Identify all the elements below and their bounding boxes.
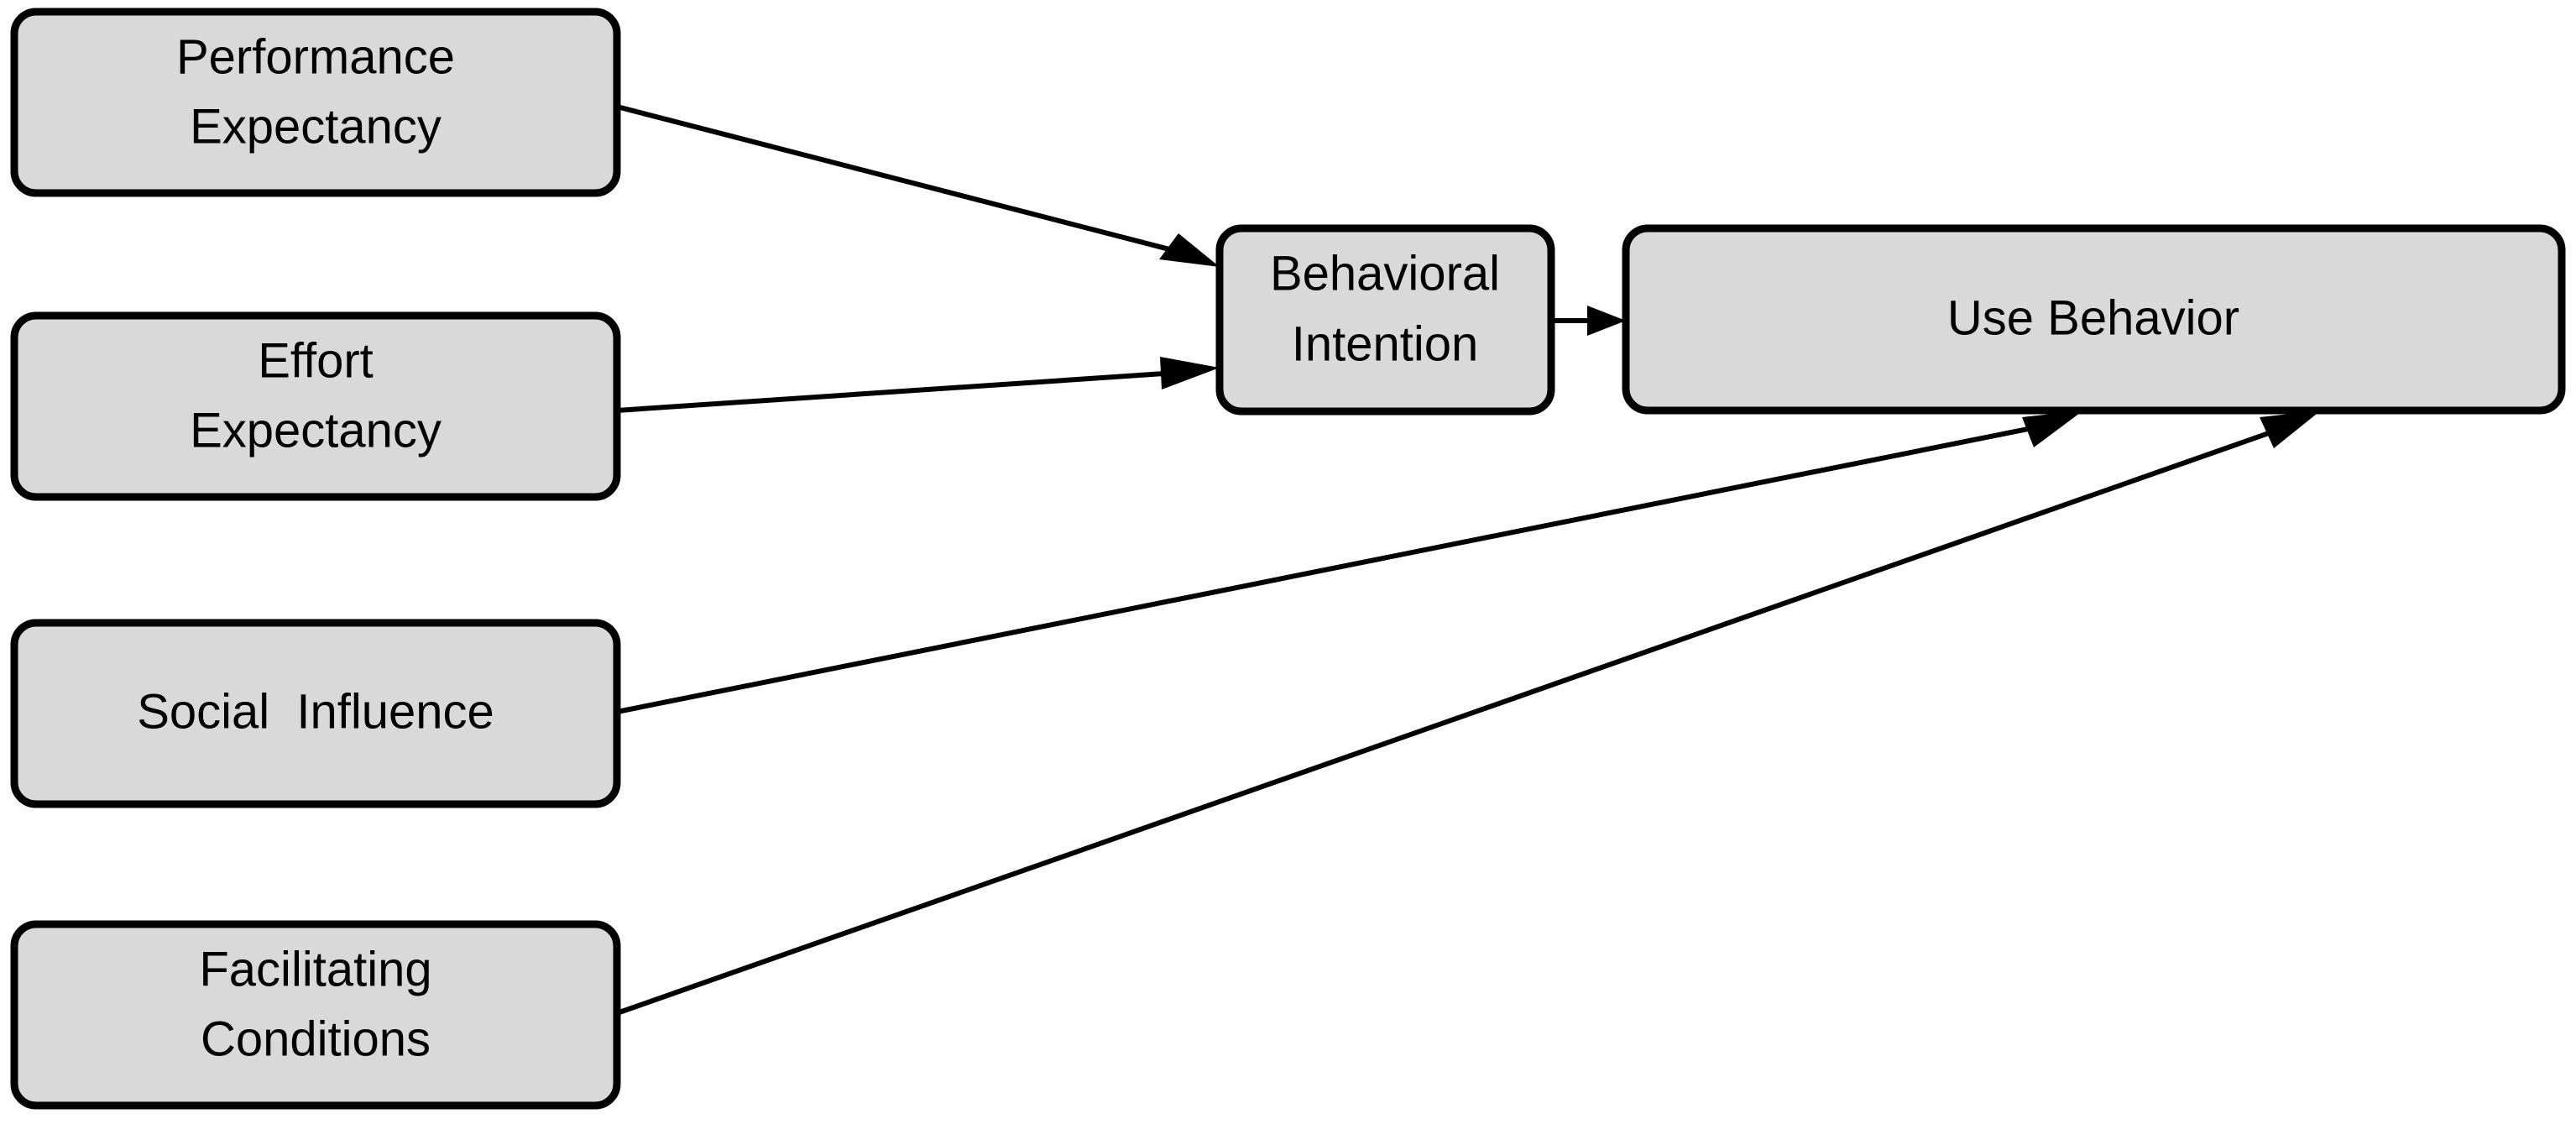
- node-effort-expectancy[interactable]: Effort Expectancy: [10, 311, 621, 501]
- edge-line: [616, 104, 1203, 260]
- node-box[interactable]: [10, 619, 621, 808]
- node-label-line-1: Facilitating: [199, 942, 431, 996]
- arrow-head-icon: [1587, 306, 1626, 336]
- edge-performance-expectancy-to-behavioral-intention: [616, 104, 1220, 267]
- node-label-line-2: Expectancy: [190, 403, 442, 457]
- edge-facilitating-conditions-to-use-behavior: [616, 410, 2321, 1016]
- node-label-line-2: Conditions: [201, 1012, 431, 1066]
- edge-line: [616, 369, 1203, 413]
- edge-line: [616, 420, 2301, 1016]
- arrow-head-icon: [2022, 410, 2083, 447]
- node-facilitating-conditions[interactable]: Facilitating Conditions: [10, 920, 621, 1110]
- node-box[interactable]: [1215, 224, 1555, 416]
- edge-social-influence-to-use-behavior: [616, 410, 2083, 714]
- node-performance-expectancy[interactable]: Performance Expectancy: [10, 8, 621, 197]
- node-social-influence[interactable]: Social Influence: [10, 619, 621, 808]
- node-label-line-1: Effort: [258, 333, 374, 388]
- arrow-head-icon: [1159, 233, 1220, 267]
- node-label-line-2: Expectancy: [190, 99, 442, 154]
- node-label-line-2: Intention: [1292, 316, 1479, 371]
- node-label-line-1: Behavioral: [1270, 246, 1500, 301]
- node-behavioral-intention[interactable]: Behavioral Intention: [1215, 224, 1555, 416]
- node-box[interactable]: [1622, 224, 2566, 415]
- node-label-line-1: Social Influence: [137, 684, 494, 739]
- node-label-line-1: Use Behavior: [1947, 290, 2239, 345]
- node-use-behavior[interactable]: Use Behavior: [1622, 224, 2566, 415]
- node-label-line-1: Performance: [176, 29, 455, 84]
- node-box[interactable]: [10, 920, 621, 1110]
- edge-behavioral-intention-to-use-behavior: [1551, 306, 1626, 336]
- node-box[interactable]: [10, 311, 621, 501]
- edge-line: [616, 420, 2062, 714]
- edge-effort-expectancy-to-behavioral-intention: [616, 357, 1220, 413]
- node-box[interactable]: [10, 8, 621, 197]
- arrow-head-icon: [1160, 357, 1220, 389]
- arrow-head-icon: [2260, 410, 2321, 448]
